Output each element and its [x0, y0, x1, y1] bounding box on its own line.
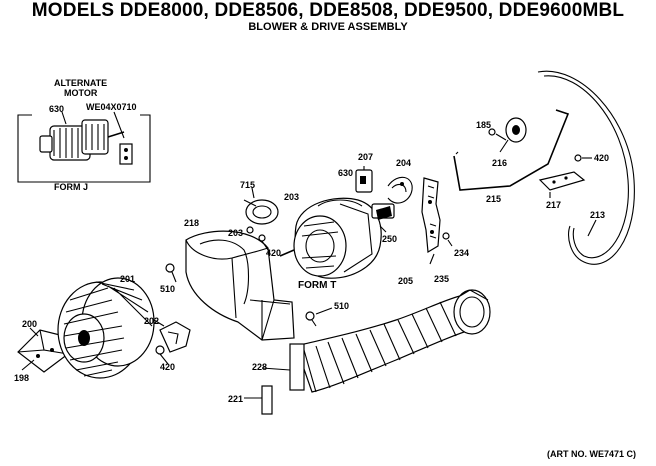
alternate-motor-inset: ALTERNATE MOTOR 630 WE04X0710 FORM J	[17, 78, 151, 192]
part-label-715: 715	[240, 180, 255, 190]
part-label-221: 221	[228, 394, 243, 404]
idler-pulley-216-drawing	[488, 117, 527, 153]
drive-belt-213-drawing	[537, 70, 635, 265]
duct-228-drawing	[261, 289, 491, 393]
motor-clamp-203-drawing	[243, 187, 279, 251]
blower-wheel-201-drawing	[57, 277, 155, 379]
part-label-630: 630	[338, 168, 353, 178]
part-label-420-a: 420	[160, 362, 175, 372]
part-label-202: 202	[144, 316, 159, 326]
screw-420-c-drawing	[574, 154, 592, 162]
blower-housing-218-drawing	[185, 230, 295, 341]
part-label-228: 228	[252, 362, 267, 372]
part-label-216: 216	[492, 158, 507, 168]
drive-motor-630-drawing	[279, 197, 395, 279]
bracket-200-drawing	[17, 327, 69, 373]
form-t-label: FORM T	[298, 280, 336, 291]
idler-arm-215-drawing	[453, 109, 570, 191]
part-label-420-c: 420	[594, 153, 609, 163]
part-label-205: 205	[398, 276, 413, 286]
part-label-201: 201	[120, 274, 135, 284]
part-label-200: 200	[22, 319, 37, 329]
part-label-215: 215	[486, 194, 501, 204]
spring-204-drawing	[387, 176, 413, 204]
part-label-420-b: 420	[266, 248, 281, 258]
inset-kit-label: WE04X0710	[86, 102, 137, 112]
art-number: (ART NO. WE7471 C)	[546, 449, 636, 459]
inset-motor-label: 630	[49, 104, 64, 114]
inset-form-label: FORM J	[54, 182, 88, 192]
part-label-185: 185	[476, 120, 491, 130]
part-label-203-b: 203	[228, 228, 243, 238]
page-subtitle: BLOWER & DRIVE ASSEMBLY	[248, 21, 408, 33]
idler-bracket-205-drawing	[421, 177, 453, 265]
part-label-235: 235	[434, 274, 449, 284]
plate-217-drawing	[538, 171, 586, 198]
part-label-207: 207	[358, 152, 373, 162]
part-label-204: 204	[396, 158, 411, 168]
screw-510-b-drawing	[305, 307, 333, 327]
inset-bracket-frame	[17, 114, 151, 183]
part-label-213: 213	[590, 210, 605, 220]
part-label-198: 198	[14, 373, 29, 383]
seal-221-drawing	[244, 385, 273, 415]
part-label-510-b: 510	[334, 301, 349, 311]
seal-202-drawing	[153, 319, 191, 365]
pulley-250-drawing	[379, 225, 387, 233]
inset-heading-line1: ALTERNATE	[54, 78, 107, 88]
inset-heading-line2: MOTOR	[64, 88, 98, 98]
part-label-234: 234	[454, 248, 469, 258]
part-label-218: 218	[184, 218, 199, 228]
part-label-250: 250	[382, 234, 397, 244]
switch-207-drawing	[355, 166, 373, 193]
page-title: MODELS DDE8000, DDE8506, DDE8508, DDE950…	[31, 0, 625, 21]
part-label-510-a: 510	[160, 284, 175, 294]
part-label-217: 217	[546, 200, 561, 210]
part-label-203-a: 203	[284, 192, 299, 202]
alternate-motor-drawing	[39, 111, 133, 165]
screw-510-a-drawing	[165, 263, 177, 283]
